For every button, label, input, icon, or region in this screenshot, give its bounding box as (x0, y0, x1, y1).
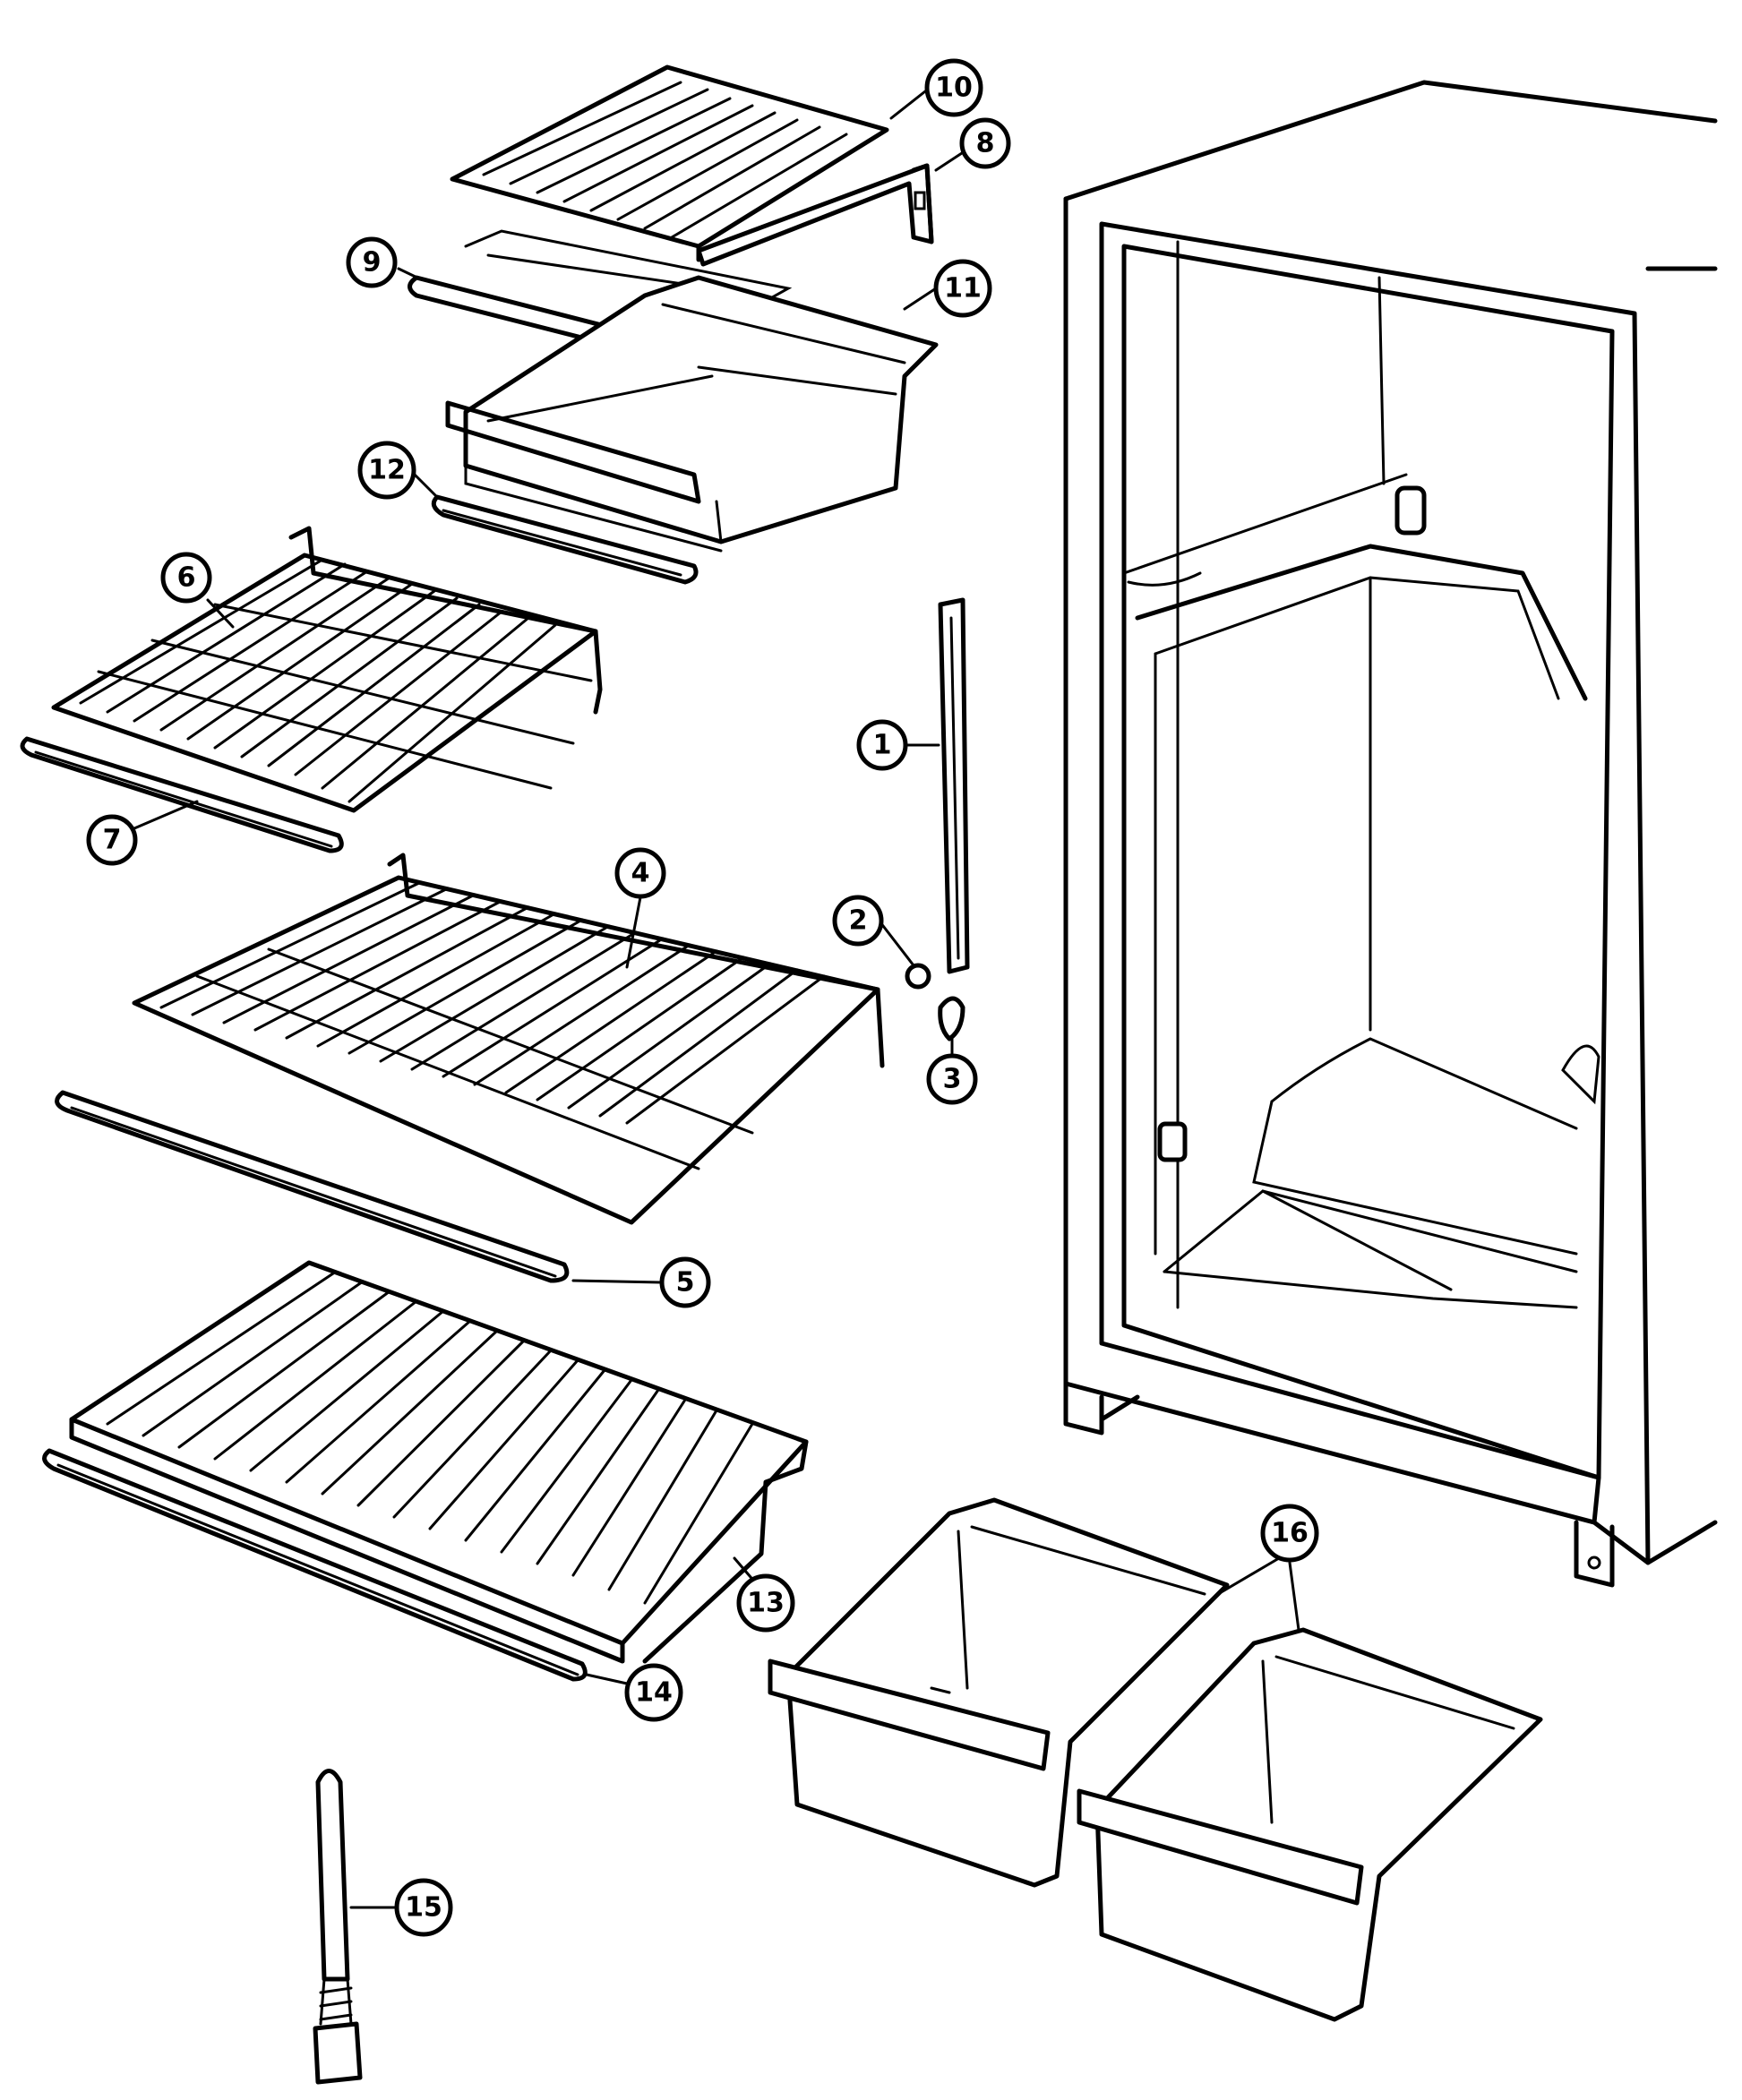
callout-label-6: 6 (177, 562, 196, 594)
part-13-glass-shelf (69, 1260, 809, 1664)
part-3-clip (938, 996, 965, 1041)
callout-8: 8 (959, 117, 1011, 169)
part-16-crisper-drawer-left (768, 1497, 1230, 1888)
part-5-trim (55, 1090, 570, 1283)
callout-7: 7 (86, 814, 138, 866)
refrigerator-cabinet (1063, 80, 1718, 1588)
callout-label-2: 2 (849, 905, 868, 937)
callout-15: 15 (394, 1878, 453, 1937)
callout-label-3: 3 (943, 1064, 962, 1095)
callout-label-9: 9 (363, 247, 382, 279)
callout-label-12: 12 (368, 455, 406, 486)
callout-16: 16 (1260, 1504, 1319, 1563)
callout-2: 2 (832, 895, 884, 947)
callout-label-5: 5 (676, 1267, 695, 1299)
callout-14: 14 (624, 1663, 683, 1722)
callout-label-16: 16 (1271, 1518, 1309, 1549)
part-6-wire-shelf (51, 526, 603, 813)
part-7-trim (20, 736, 344, 853)
callout-label-1: 1 (873, 730, 892, 761)
callout-9: 9 (346, 236, 398, 288)
callout-label-4: 4 (631, 858, 650, 889)
callout-10: 10 (924, 58, 983, 117)
part-10-meat-keeper-cover (450, 64, 889, 262)
part-11-meat-keeper (445, 275, 939, 553)
callout-12: 12 (357, 441, 416, 500)
callout-label-14: 14 (635, 1677, 673, 1709)
callout-4: 4 (614, 847, 666, 899)
callout-label-8: 8 (976, 128, 995, 159)
part-1-shelf-support (938, 597, 970, 974)
callout-label-13: 13 (747, 1588, 785, 1619)
callouts: 1 2 3 4 5 6 7 8 (86, 58, 1319, 1937)
part-14-trim (42, 1448, 588, 1682)
part-8-bracket (696, 163, 934, 267)
part-12-trim (431, 494, 699, 585)
callout-label-15: 15 (405, 1892, 442, 1924)
callout-11: 11 (933, 259, 992, 318)
part-16-crisper-drawer-right (1077, 1627, 1543, 2022)
callout-13: 13 (736, 1573, 795, 1633)
callout-1: 1 (856, 719, 908, 771)
callout-label-10: 10 (935, 73, 973, 104)
callout-6: 6 (160, 552, 212, 604)
part-15-leveling-leg (313, 1769, 363, 2085)
callout-5: 5 (659, 1256, 711, 1308)
callout-3: 3 (926, 1053, 978, 1105)
part-2-screw (905, 963, 931, 990)
callout-label-7: 7 (103, 825, 122, 856)
part-4-wire-shelf (132, 853, 885, 1225)
callout-label-11: 11 (944, 273, 982, 304)
